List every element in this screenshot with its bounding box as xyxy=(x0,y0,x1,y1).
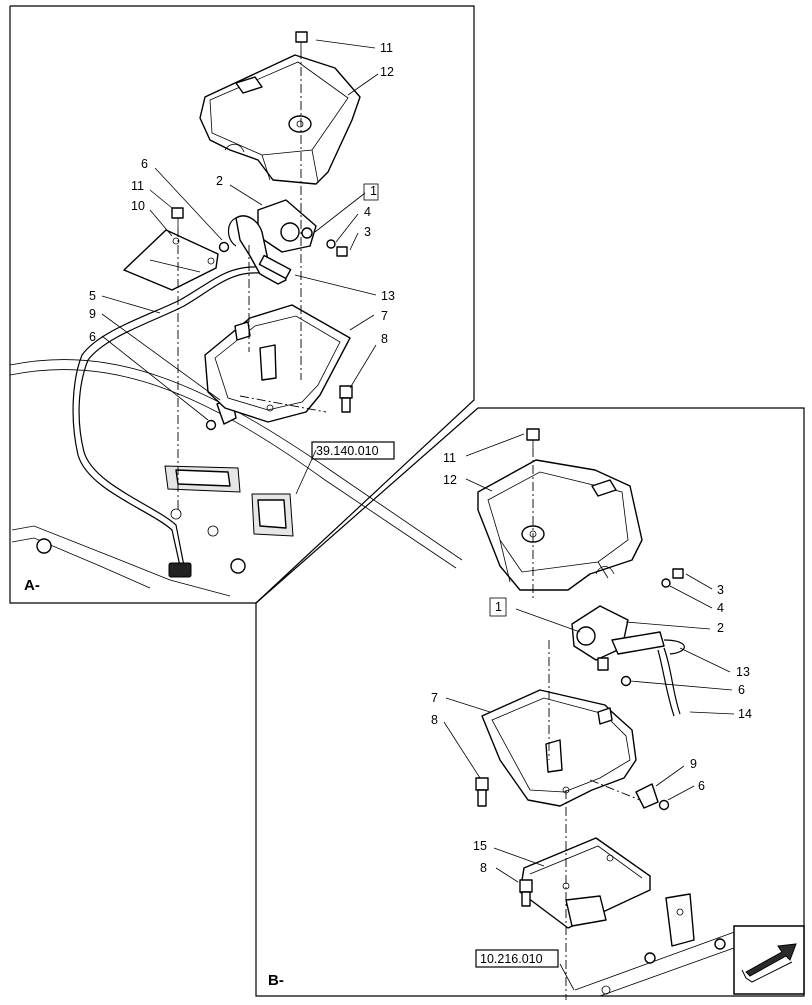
callout-a-8: 8 xyxy=(381,332,388,346)
view-b-support-7 xyxy=(481,689,637,807)
reference-box-b[interactable]: 10.216.010 xyxy=(475,949,559,968)
callout-a-6-lower: 6 xyxy=(89,330,96,344)
view-a-cover-12 xyxy=(199,54,361,185)
callout-b-9: 9 xyxy=(690,757,697,771)
callout-a-4: 4 xyxy=(364,205,371,219)
view-a-frame xyxy=(9,5,475,604)
view-a-fasteners xyxy=(171,31,353,431)
view-a-center-lines xyxy=(177,50,327,512)
reference-b-text: 10.216.010 xyxy=(480,952,543,966)
callout-a-1: 1 xyxy=(370,184,377,198)
reference-a-text: 39.140.010 xyxy=(316,444,379,458)
view-a-cable-5 xyxy=(72,266,271,578)
callout-b-11: 11 xyxy=(443,451,456,465)
callout-b-13: 13 xyxy=(736,665,750,679)
view-a-sensor-2 xyxy=(227,199,317,285)
callout-b-4: 4 xyxy=(717,601,724,615)
callout-b-12: 12 xyxy=(443,473,457,487)
view-b-center-lines xyxy=(532,448,641,1000)
view-b-fasteners xyxy=(475,428,684,907)
callout-a-11-top: 11 xyxy=(380,41,393,55)
callout-b-8-lower: 8 xyxy=(480,861,487,875)
callout-b-7: 7 xyxy=(431,691,438,705)
view-b-sensor-2 xyxy=(571,605,685,717)
callout-b-8-upper: 8 xyxy=(431,713,438,727)
view-b-cover-12 xyxy=(477,459,643,591)
callout-a-11-left: 11 xyxy=(131,179,144,193)
view-a-support-7 xyxy=(204,304,351,423)
callout-b-6-lower: 6 xyxy=(698,779,705,793)
direction-arrow-icon[interactable] xyxy=(733,925,805,995)
callout-a-5: 5 xyxy=(89,289,96,303)
reference-box-a[interactable]: 39.140.010 xyxy=(311,441,395,460)
leader-lines xyxy=(101,39,735,991)
callout-b-6-upper: 6 xyxy=(738,683,745,697)
view-a-floor-panel xyxy=(9,359,463,597)
view-a-label: A- xyxy=(24,577,40,594)
callout-b-2: 2 xyxy=(717,621,724,635)
view-a-callouts: 11 12 6 11 10 2 1 4 3 13 5 7 9 6 8 xyxy=(89,41,395,346)
callout-a-12: 12 xyxy=(380,65,394,79)
view-b-frame xyxy=(255,407,805,997)
callout-a-6-upper: 6 xyxy=(141,157,148,171)
callout-a-2: 2 xyxy=(216,174,223,188)
callout-a-10: 10 xyxy=(131,199,145,213)
callout-a-3: 3 xyxy=(364,225,371,239)
callout-b-1: 1 xyxy=(495,600,502,614)
view-b-callouts: 11 12 3 4 1 2 13 6 14 7 8 9 6 15 8 xyxy=(431,451,752,875)
callout-b-14: 14 xyxy=(738,707,752,721)
callout-a-13: 13 xyxy=(381,289,395,303)
view-a-bracket-10 xyxy=(123,229,219,291)
callout-b-3: 3 xyxy=(717,583,724,597)
callout-a-9: 9 xyxy=(89,307,96,321)
view-b-label: B- xyxy=(268,972,284,989)
view-b-floor-panel xyxy=(574,893,746,997)
view-b-bracket-15 xyxy=(519,837,651,929)
callout-b-15: 15 xyxy=(473,839,487,853)
callout-a-7: 7 xyxy=(381,309,388,323)
